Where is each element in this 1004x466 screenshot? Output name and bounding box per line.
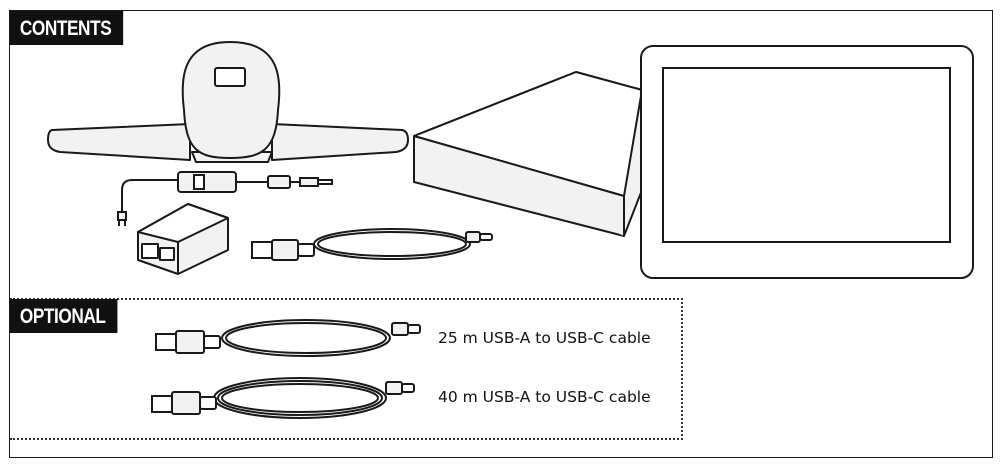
optional-usb-cable-40m-icon <box>152 378 414 418</box>
compute-unit-icon <box>414 72 642 236</box>
touch-display-icon <box>641 46 973 278</box>
camera-cable-icon <box>118 172 332 226</box>
optional-section-border <box>10 298 683 440</box>
optional-usb-cable-25m-icon <box>156 320 420 356</box>
optional-heading: OPTIONAL <box>10 299 118 333</box>
contents-heading: CONTENTS <box>10 11 123 45</box>
camera-bar-icon <box>48 42 408 162</box>
optional-cable-25m-label: 25 m USB-A to USB-C cable <box>438 329 651 347</box>
usb-cable-icon <box>252 229 492 260</box>
optional-cable-40m-label: 40 m USB-A to USB-C cable <box>438 388 651 406</box>
package-contents-frame <box>9 10 993 458</box>
power-supply-icon <box>138 204 228 274</box>
